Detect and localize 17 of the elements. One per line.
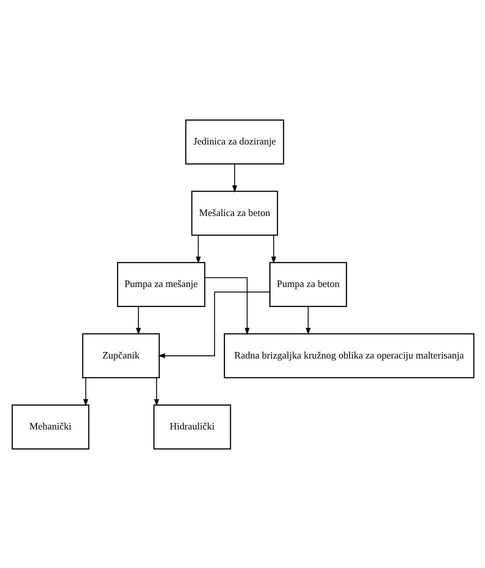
arrow: [204, 276, 250, 334]
arrow: [232, 163, 237, 192]
node-box: Pumpa za mešanje: [116, 261, 205, 307]
arrow: [135, 306, 140, 334]
arrow: [195, 234, 200, 264]
node-box: Mešalica za beton: [190, 190, 278, 236]
node-box: Pumpa za beton: [268, 261, 347, 307]
arrow: [157, 291, 270, 358]
node-box: Mehanički: [11, 404, 89, 450]
arrow: [270, 234, 276, 264]
arrow: [154, 376, 159, 406]
node-box: Zupčanik: [82, 332, 160, 378]
node-box: Radna brizgaljka kružnog oblika za operaciju malterisanja: [223, 332, 474, 378]
node-box: Jedinica za doziranje: [184, 118, 284, 164]
arrow: [82, 376, 88, 406]
node-box: Hidraulički: [152, 404, 231, 450]
arrow: [305, 306, 310, 334]
